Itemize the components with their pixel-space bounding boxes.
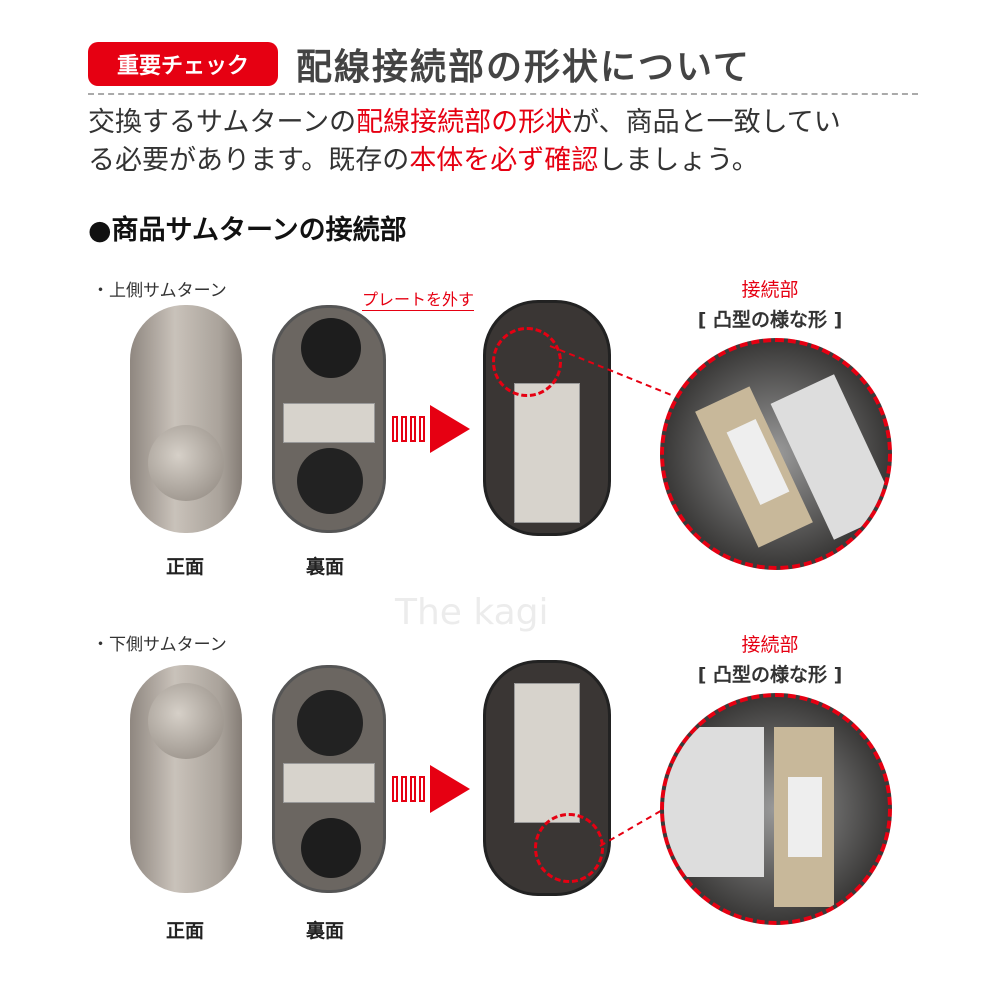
plate xyxy=(283,403,375,443)
circuit-board xyxy=(514,383,580,523)
lower-inside-image xyxy=(483,660,611,896)
upper-front-caption: 正面 xyxy=(166,556,205,578)
lower-front-image xyxy=(130,665,242,893)
important-check-badge: 重要チェック xyxy=(88,42,278,86)
lower-connector-closeup xyxy=(660,693,892,925)
arrow-icon xyxy=(392,765,470,813)
motor xyxy=(664,727,764,877)
arrow-icon xyxy=(392,405,470,453)
lower-label: ・下側サムターン xyxy=(92,635,227,655)
intro-text-part: 交換するサムターンの xyxy=(88,107,357,138)
intro-text-part: が、商品と一致してい xyxy=(572,107,841,138)
intro-highlight: 本体を必ず確認 xyxy=(409,145,599,176)
gear xyxy=(297,448,363,514)
upper-front-image xyxy=(130,305,242,533)
divider xyxy=(88,93,918,95)
plate xyxy=(283,763,375,803)
thumb-knob xyxy=(148,425,224,501)
upper-back-caption: 裏面 xyxy=(306,556,345,578)
battery-cover xyxy=(301,818,361,878)
upper-connector-closeup xyxy=(660,338,892,570)
remove-plate-note: プレートを外す xyxy=(362,286,475,311)
connector-socket xyxy=(788,777,822,857)
lower-connector-shape: [ 凸型の様な形 ] xyxy=(697,664,843,686)
intro-text: 交換するサムターンの配線接続部の形状が、商品と一致してい る必要があります。既存… xyxy=(88,104,928,180)
circuit-board xyxy=(514,683,580,823)
page-title: 配線接続部の形状について xyxy=(296,47,751,88)
lower-connector-label: 接続部 xyxy=(741,634,799,656)
gear xyxy=(297,690,363,756)
upper-back-image xyxy=(272,305,386,533)
thumb-knob xyxy=(148,683,224,759)
lower-front-caption: 正面 xyxy=(166,920,205,942)
watermark: The kagi xyxy=(395,592,549,633)
lower-back-caption: 裏面 xyxy=(306,920,345,942)
intro-text-part: る必要があります。既存の xyxy=(88,145,410,176)
intro-highlight: 配線接続部の形状 xyxy=(356,107,573,138)
upper-inside-image xyxy=(483,300,611,536)
lower-back-image xyxy=(272,665,386,893)
section-title: ●商品サムターンの接続部 xyxy=(88,215,407,246)
connector-highlight xyxy=(534,813,604,883)
upper-connector-label: 接続部 xyxy=(741,279,799,301)
upper-connector-shape: [ 凸型の様な形 ] xyxy=(697,309,843,331)
connector-highlight xyxy=(492,327,562,397)
upper-label: ・上側サムターン xyxy=(92,281,227,301)
battery-cover xyxy=(301,318,361,378)
intro-text-part: しましょう。 xyxy=(598,145,759,176)
